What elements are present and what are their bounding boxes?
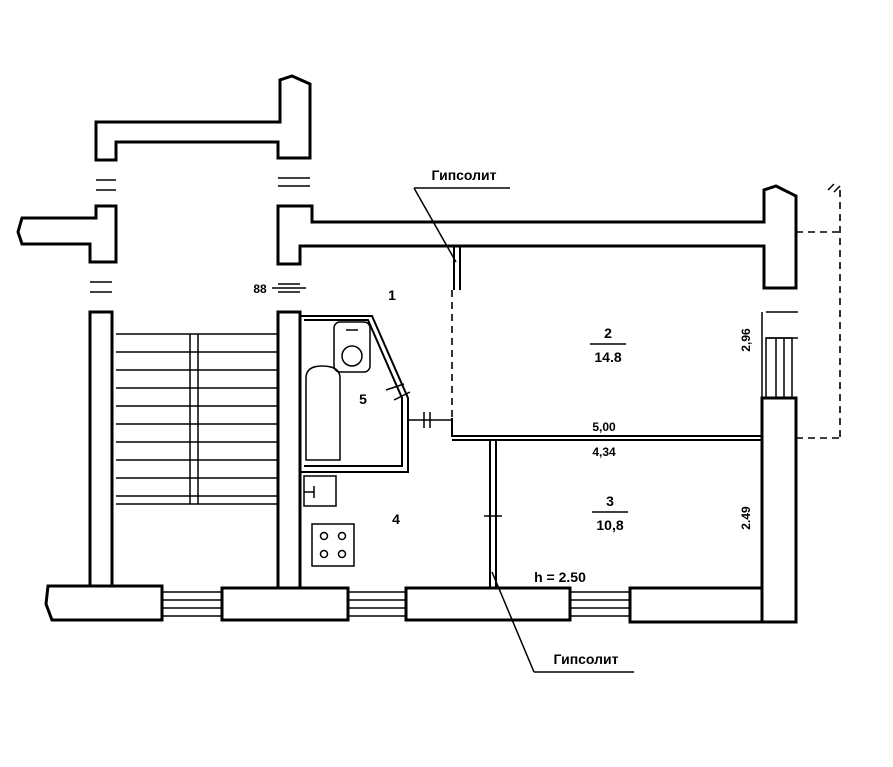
dim-5-00: 5,00 bbox=[592, 420, 616, 434]
stove-icon bbox=[311, 523, 355, 567]
leader-lines bbox=[413, 187, 634, 673]
central-pier bbox=[276, 310, 302, 592]
room-2-number: 2 bbox=[604, 325, 612, 341]
bathtub-icon bbox=[305, 365, 341, 461]
staircase bbox=[116, 333, 278, 505]
stair-top-wall bbox=[94, 74, 312, 162]
right-wall-lower bbox=[760, 396, 798, 624]
bottom-wall-2 bbox=[404, 586, 572, 622]
kitchen-fixtures bbox=[303, 475, 355, 567]
dim-4-34: 4,34 bbox=[592, 445, 616, 459]
room-4-number: 4 bbox=[392, 511, 400, 527]
dim-2-49: 2.49 bbox=[739, 506, 753, 530]
material-label-bottom: Гипсолит bbox=[554, 651, 619, 667]
stair-wall-openings bbox=[90, 177, 310, 293]
bottom-windows bbox=[161, 591, 631, 617]
room-labels: 1 2 14.8 3 10,8 4 5 bbox=[359, 287, 628, 533]
stair-left-wall-upper bbox=[16, 204, 118, 264]
kitchen-sink-icon bbox=[303, 475, 337, 507]
interior-partitions bbox=[300, 246, 762, 588]
dim-88: 88 bbox=[253, 282, 267, 296]
right-window bbox=[765, 311, 798, 399]
central-pier-upper bbox=[276, 184, 798, 290]
apartment-bottom-walls bbox=[220, 396, 798, 624]
bathroom-fixtures bbox=[305, 321, 371, 461]
balcony-outline bbox=[796, 183, 841, 439]
material-label-top: Гипсолит bbox=[432, 167, 497, 183]
room-2-area: 14.8 bbox=[594, 349, 621, 365]
partition-2-3 bbox=[451, 418, 762, 441]
material-labels: Гипсолит Гипсолит bbox=[432, 167, 619, 667]
dimension-labels: 88 2,96 5,00 4,34 2.49 h = 2.50 bbox=[253, 282, 753, 585]
room-1-number: 1 bbox=[388, 287, 396, 303]
room-3-area: 10,8 bbox=[596, 517, 623, 533]
stair-left-wall bbox=[88, 310, 114, 592]
ceiling-height: h = 2.50 bbox=[534, 569, 586, 585]
bottom-wall-1 bbox=[220, 586, 350, 622]
bathroom-wall bbox=[300, 315, 409, 473]
sink-icon bbox=[333, 321, 371, 373]
room-3-number: 3 bbox=[606, 493, 614, 509]
room-5-number: 5 bbox=[359, 391, 367, 407]
dim-2-96: 2,96 bbox=[739, 328, 753, 352]
staircase-walls bbox=[16, 74, 798, 622]
bottom-left-wall bbox=[44, 584, 164, 622]
